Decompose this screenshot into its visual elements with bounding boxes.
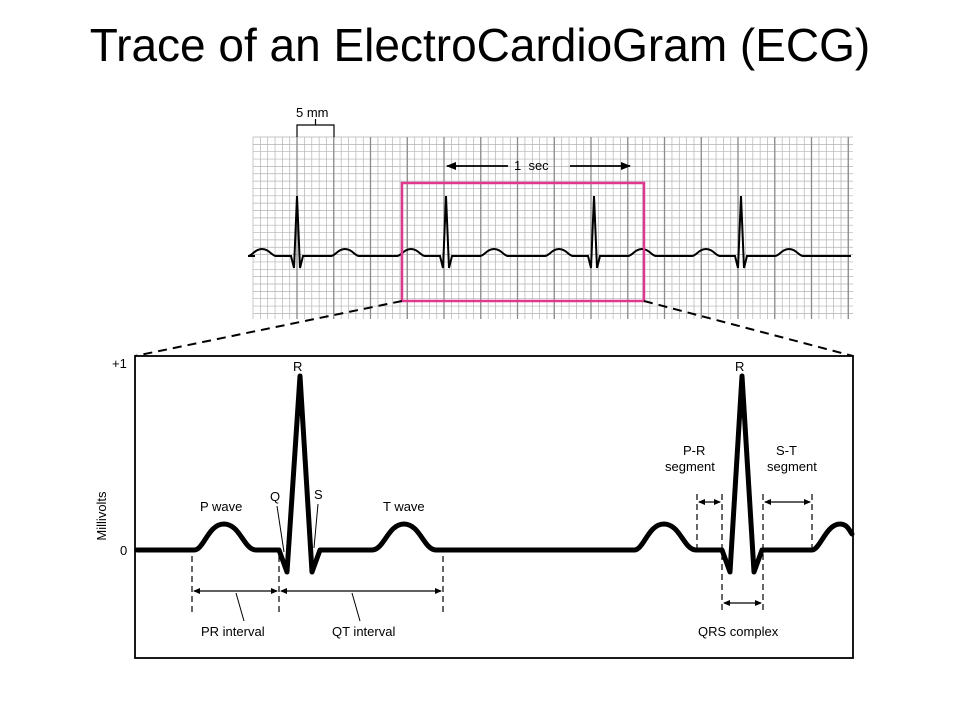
highlight-box (400, 181, 646, 303)
label-st-segment-2: segment (767, 459, 817, 474)
zoom-line-right (643, 300, 854, 357)
time-label: 1 sec (514, 158, 549, 173)
scale-label: 5 mm (296, 105, 329, 120)
leader-lines (235, 503, 361, 622)
pr-interval-leader (235, 592, 245, 622)
y-tick-zero: 0 (120, 543, 127, 558)
strip-grid-major-lines (296, 137, 849, 319)
ecg-strip: 5 mm 1 sec (247, 105, 853, 319)
interval-markers (191, 494, 813, 612)
qt-interval-leader (351, 592, 361, 622)
label-t-wave: T wave (383, 499, 425, 514)
label-pr-segment-1: P-R (683, 443, 705, 458)
detail-trace (134, 373, 855, 575)
label-r1: R (293, 359, 302, 374)
label-qrs-complex: QRS complex (698, 624, 779, 639)
s-leader (313, 503, 319, 549)
label-pr-interval: PR interval (201, 624, 265, 639)
label-r2: R (735, 359, 744, 374)
scale-bracket (296, 119, 335, 137)
y-tick-top: +1 (112, 356, 127, 371)
label-pr-segment-2: segment (665, 459, 715, 474)
strip-trace (247, 195, 851, 269)
slide-title: Trace of an ElectroCardioGram (ECG) (89, 19, 871, 71)
zoom-line-left (134, 300, 403, 357)
label-st-segment-1: S-T (776, 443, 797, 458)
label-q: Q (270, 489, 280, 504)
label-p-wave: P wave (200, 499, 242, 514)
label-s: S (314, 487, 323, 502)
y-axis-label: Millivolts (94, 491, 109, 541)
strip-grid-major (296, 137, 849, 319)
q-leader (276, 505, 285, 553)
label-qt-interval: QT interval (332, 624, 395, 639)
ecg-detail-panel: +1 0 Millivolts (94, 355, 855, 659)
interval-arrows (193, 499, 811, 606)
